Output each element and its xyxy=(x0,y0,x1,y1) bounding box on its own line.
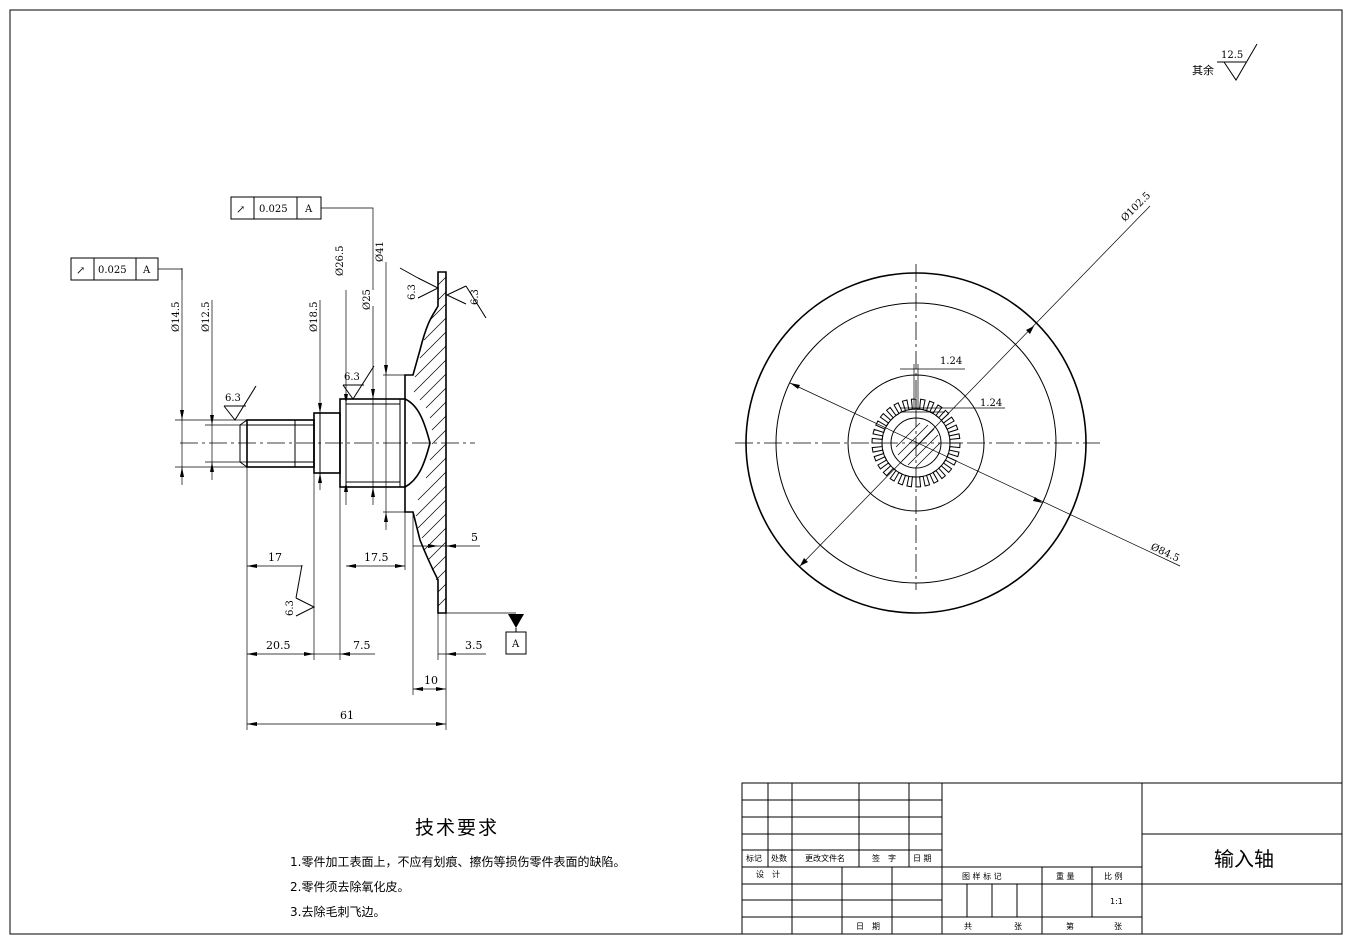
runout-tolerance-2: 0.025 xyxy=(98,265,127,276)
spline-profile xyxy=(871,398,961,488)
dim-d25: Ø25 xyxy=(362,289,373,310)
tb-header-count: 处数 xyxy=(771,853,787,863)
title-block: 标记 处数 更改文件名 签 字 日 期 设 计 日 期 图 样 标 记 重 量 … xyxy=(741,782,1343,935)
dim-d102-5: Ø102.5 xyxy=(1119,190,1153,224)
dim-tooth-w: 1.24 xyxy=(940,356,962,367)
requirement-2: 2.零件须去除氧化皮。 xyxy=(290,879,409,894)
requirement-3: 3.去除毛刺飞边。 xyxy=(290,904,385,919)
tb-weight: 重 量 xyxy=(1056,871,1075,881)
diameter-dimensions: Ø14.5 Ø12.5 Ø18.5 Ø26.5 Ø25 Ø41 xyxy=(171,241,413,530)
tb-sheet: 张 xyxy=(1014,922,1022,931)
runout-datum-1: A xyxy=(304,204,313,215)
runout-datum-2: A xyxy=(142,265,151,276)
dim-l17: 17 xyxy=(268,551,282,564)
roughness-mark-2: 6.3 xyxy=(344,372,360,383)
dim-d14-5: Ø14.5 xyxy=(171,302,182,332)
dim-l17-5: 17.5 xyxy=(364,551,389,564)
roughness-mark-5: 6.3 xyxy=(285,600,296,616)
datum-label: A xyxy=(511,639,520,650)
general-roughness-prefix: 其余 xyxy=(1192,63,1214,77)
drawing-border xyxy=(9,9,1343,935)
tb-page: 第 xyxy=(1066,921,1074,931)
dim-l3-5: 3.5 xyxy=(465,639,483,652)
tb-sheet2: 张 xyxy=(1114,922,1122,931)
tb-header-date: 日 期 xyxy=(913,854,932,863)
part-name: 输入轴 xyxy=(1214,847,1274,871)
dim-d18-5: Ø18.5 xyxy=(309,302,320,332)
dim-l5: 5 xyxy=(471,531,478,544)
dim-d84-5: Ø84.5 xyxy=(1149,542,1181,565)
tb-header-doc: 更改文件名 xyxy=(805,853,845,863)
runout-tolerance-1: 0.025 xyxy=(259,204,288,215)
dim-l61: 61 xyxy=(340,709,354,722)
general-roughness-note: 其余 12.5 xyxy=(1192,43,1258,81)
tb-scale-label: 比 例 xyxy=(1104,871,1123,881)
requirements-title: 技术要求 xyxy=(415,817,499,839)
spline-tooth-dims: 1.24 1.24 xyxy=(900,356,1005,413)
dim-d41: Ø41 xyxy=(375,241,386,262)
runout-icon: ↗ xyxy=(76,264,85,277)
dim-tooth-h: 1.24 xyxy=(980,398,1002,409)
dim-l7-5: 7.5 xyxy=(353,639,371,652)
front-view: Ø102.5 Ø84.5 1.24 1.24 xyxy=(735,190,1181,614)
roughness-mark-1: 6.3 xyxy=(225,393,241,404)
spline-teeth xyxy=(871,398,961,488)
roughness-mark-4: 6.3 xyxy=(470,289,481,305)
tb-date: 日 期 xyxy=(856,922,880,931)
runout-frame-1: ↗ 0.025 A xyxy=(230,196,374,290)
side-view: Ø14.5 Ø12.5 Ø18.5 Ø26.5 Ø25 Ø41 xyxy=(70,196,527,730)
tb-map-mark: 图 样 标 记 xyxy=(962,871,1002,881)
technical-requirements: 技术要求 1.零件加工表面上，不应有划痕、擦伤等损伤零件表面的缺陷。 2.零件须… xyxy=(290,817,625,919)
flange-hatching xyxy=(413,276,447,607)
runout-frame-2: ↗ 0.025 A xyxy=(70,257,183,281)
dim-d26-5: Ø26.5 xyxy=(335,246,346,276)
dim-l10: 10 xyxy=(424,674,438,687)
tb-scale-value: 1:1 xyxy=(1110,897,1123,906)
requirement-1: 1.零件加工表面上，不应有划痕、擦伤等损伤零件表面的缺陷。 xyxy=(290,854,625,869)
dim-d84-5-leader: Ø84.5 xyxy=(789,382,1181,567)
roughness-symbol-icon xyxy=(1223,43,1258,81)
length-dimensions: 17 17.5 5 20.5 7.5 3.5 10 xyxy=(246,467,486,730)
runout-icon: ↗ xyxy=(236,203,245,216)
tb-header-sign: 签 字 xyxy=(872,853,896,863)
dim-l20-5: 20.5 xyxy=(266,639,291,652)
dim-d102-5-leader: Ø102.5 xyxy=(799,190,1153,567)
tb-header-mark: 标记 xyxy=(746,853,762,863)
roughness-mark-3: 6.3 xyxy=(407,284,418,300)
tb-total: 共 xyxy=(964,922,972,931)
tb-design: 设 计 xyxy=(756,869,780,879)
datum-a: A xyxy=(446,612,527,655)
general-roughness-value: 12.5 xyxy=(1221,50,1243,61)
dim-d12-5: Ø12.5 xyxy=(201,302,212,332)
